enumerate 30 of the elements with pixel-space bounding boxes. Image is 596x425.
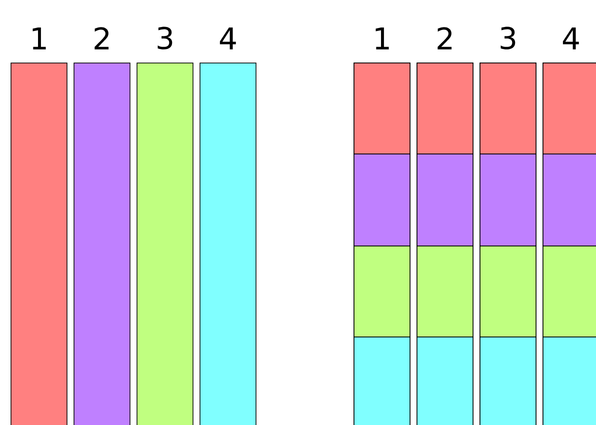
cell (480, 154, 536, 246)
cell (542, 246, 596, 338)
cell (542, 62, 596, 154)
cell (416, 154, 474, 246)
cell (480, 336, 536, 425)
cell (416, 246, 474, 338)
bar: 3 (136, 26, 194, 425)
node-label: 3 (158, 26, 172, 50)
cell (542, 336, 596, 425)
column: 4 (542, 28, 596, 425)
node-label: 1 (32, 28, 46, 50)
node-label: 4 (220, 28, 236, 50)
cell (480, 62, 536, 154)
column: 3 (480, 26, 536, 425)
cell (480, 246, 536, 338)
node-label: 3 (500, 26, 516, 50)
cell (354, 62, 410, 154)
cell (416, 336, 474, 425)
node-label: 2 (438, 27, 452, 50)
bar: 4 (200, 28, 256, 425)
node-label: 1 (376, 28, 389, 50)
bar: 2 (74, 27, 130, 425)
cell (416, 62, 474, 154)
cell (354, 336, 410, 425)
node-label: 2 (94, 27, 109, 50)
node-label: 4 (562, 28, 579, 50)
cell (542, 154, 596, 246)
bar: 1 (10, 28, 68, 425)
cell (354, 246, 410, 338)
cell (354, 154, 410, 246)
